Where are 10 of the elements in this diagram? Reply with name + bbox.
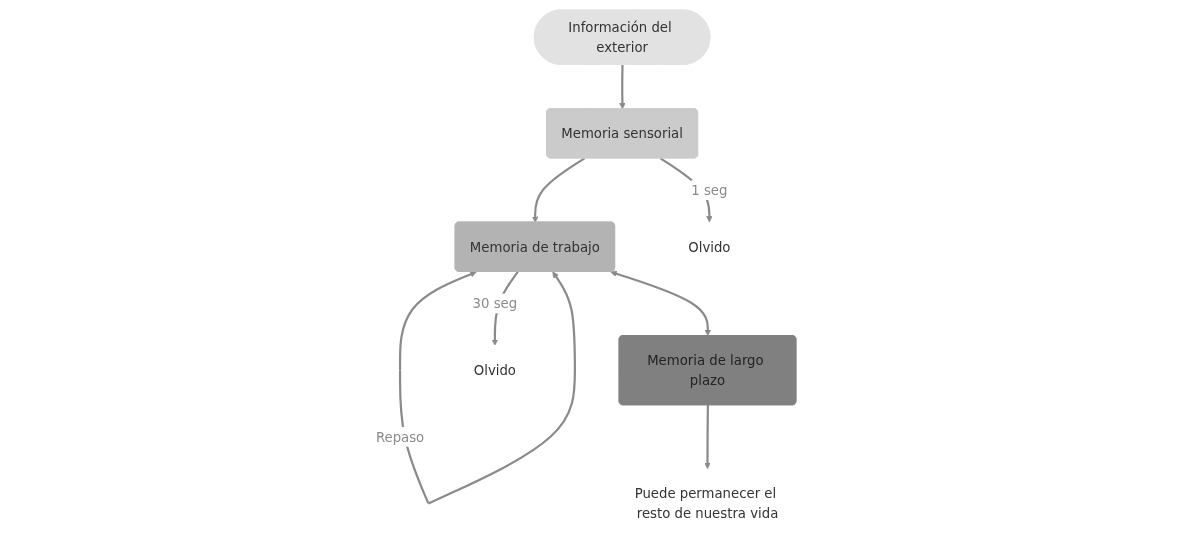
arrow [704,405,711,470]
node-text: Olvido [473,362,516,378]
arrow [610,270,711,337]
arrow [618,64,626,110]
edge-label: 1 seg [691,182,728,198]
arrow [531,157,585,223]
edge-label: 30 seg [472,295,517,312]
node-text: Olvido [688,239,731,255]
edge-label: Repaso [375,429,424,445]
node-text: Puede permanecer el resto de nuestra vida [634,485,778,522]
